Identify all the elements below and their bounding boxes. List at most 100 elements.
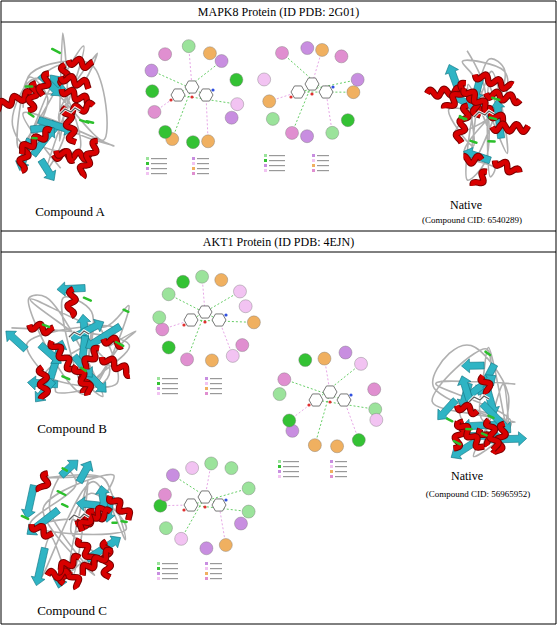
ligand-ring bbox=[184, 499, 198, 511]
residue-disc bbox=[368, 383, 381, 396]
legend-swatch bbox=[157, 382, 160, 385]
residue-disc bbox=[219, 539, 232, 552]
legend-swatch bbox=[278, 475, 281, 478]
atom bbox=[224, 498, 227, 501]
residue-disc bbox=[347, 86, 360, 99]
protein-cartoon bbox=[1, 281, 136, 406]
ligand bbox=[69, 331, 89, 337]
residue-disc bbox=[318, 352, 331, 365]
turn bbox=[490, 118, 497, 120]
residue-disc bbox=[276, 46, 289, 59]
ligand-ring bbox=[198, 306, 212, 318]
legend-swatch bbox=[157, 377, 160, 380]
alpha-helix bbox=[492, 123, 528, 132]
legend-swatch bbox=[192, 167, 195, 170]
table-rule bbox=[556, 1, 557, 624]
alpha-helix bbox=[78, 548, 114, 575]
legend-bar bbox=[151, 158, 167, 159]
legend-swatch bbox=[192, 162, 195, 165]
alpha-helix bbox=[55, 555, 81, 573]
helix-edge bbox=[456, 402, 478, 415]
protein-cartoon bbox=[427, 51, 529, 190]
alpha-helix bbox=[479, 375, 493, 394]
ligand-ring bbox=[337, 394, 351, 406]
legend-swatch bbox=[264, 159, 267, 162]
residue-disc bbox=[335, 50, 348, 63]
helix-edge bbox=[77, 139, 101, 177]
residue-disc bbox=[233, 285, 246, 298]
helix-edge bbox=[485, 90, 520, 104]
residue-disc bbox=[278, 373, 291, 386]
legend-swatch bbox=[312, 159, 315, 162]
atom bbox=[349, 393, 352, 396]
atom bbox=[190, 95, 193, 98]
header-text: AKT1 Protein (ID PDB: 4EJN) bbox=[203, 235, 354, 250]
helix-body bbox=[38, 472, 51, 493]
legend-swatch bbox=[157, 577, 160, 580]
turn bbox=[124, 310, 129, 312]
interaction-map bbox=[153, 270, 261, 395]
legend-bar bbox=[269, 155, 285, 156]
helix-edge bbox=[73, 364, 95, 395]
legend-bar bbox=[335, 476, 347, 477]
helix-body bbox=[485, 90, 520, 104]
residue-disc bbox=[148, 105, 161, 118]
legend-bar bbox=[317, 155, 329, 156]
legend-bar bbox=[210, 578, 222, 579]
legend-swatch bbox=[157, 392, 160, 395]
table-rule bbox=[1, 231, 556, 232]
section-header: AKT1 Protein (ID PDB: 4EJN) bbox=[1, 232, 556, 252]
residue-disc bbox=[299, 354, 312, 367]
legend-swatch bbox=[192, 172, 195, 175]
legend-swatch bbox=[146, 167, 149, 170]
atom bbox=[328, 400, 331, 403]
residue-disc bbox=[286, 126, 299, 139]
alpha-helix bbox=[493, 157, 520, 176]
alpha-helix bbox=[454, 104, 471, 142]
helix-edge bbox=[66, 289, 77, 317]
ligand bbox=[469, 396, 489, 402]
alpha-helix bbox=[485, 90, 520, 104]
residue-disc bbox=[162, 341, 175, 354]
residue-disc bbox=[283, 414, 296, 427]
legend-swatch bbox=[264, 154, 267, 157]
legend-bar bbox=[210, 573, 222, 574]
helix-edge bbox=[47, 571, 68, 579]
helix-edge bbox=[492, 123, 528, 132]
legend-swatch bbox=[192, 157, 195, 160]
residue-disc bbox=[205, 354, 218, 367]
interaction-map bbox=[273, 346, 383, 478]
helix-body bbox=[18, 127, 54, 154]
ligand-ring bbox=[198, 491, 212, 503]
legend-bar bbox=[151, 168, 167, 169]
helix-body bbox=[456, 402, 478, 415]
helix-edge bbox=[77, 509, 97, 531]
legend-bar bbox=[317, 165, 329, 166]
alpha-helix bbox=[73, 364, 95, 395]
helix-edge bbox=[479, 375, 493, 394]
helix-body bbox=[37, 72, 53, 96]
alpha-helix bbox=[68, 56, 93, 69]
residue-disc bbox=[156, 323, 169, 336]
legend-swatch bbox=[330, 475, 333, 478]
helix-edge bbox=[38, 472, 51, 493]
alpha-helix bbox=[103, 335, 124, 347]
residue-disc bbox=[352, 434, 365, 447]
legend-swatch bbox=[264, 164, 267, 167]
helix-edge bbox=[37, 72, 53, 96]
ligand bbox=[69, 514, 89, 520]
alpha-helix bbox=[455, 419, 485, 451]
helix-body bbox=[66, 289, 77, 317]
helix-body bbox=[103, 335, 124, 347]
protein-cartoon bbox=[432, 345, 527, 463]
residue-disc bbox=[236, 339, 249, 352]
legend-bar bbox=[197, 163, 209, 164]
turn bbox=[447, 419, 452, 422]
atom bbox=[182, 508, 185, 511]
alpha-helix bbox=[47, 571, 68, 579]
atom bbox=[211, 88, 214, 91]
helix-edge bbox=[454, 104, 471, 142]
native-label: Native bbox=[449, 469, 485, 484]
residue-disc bbox=[177, 275, 190, 288]
